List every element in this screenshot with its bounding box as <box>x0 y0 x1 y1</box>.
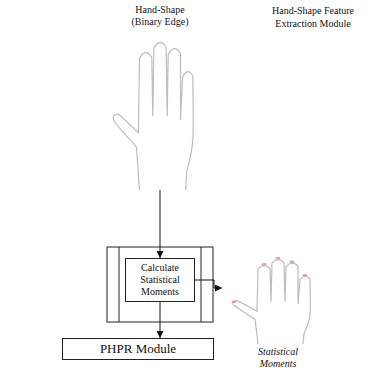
node-label: Calculate Statistical Moments <box>130 262 190 298</box>
node-label: PHPR Module <box>67 341 209 357</box>
hand-outline <box>113 42 193 190</box>
moment-point <box>302 274 307 277</box>
module-title: Hand-Shape Feature Extraction Module <box>257 4 369 30</box>
hand-illustration <box>105 36 215 190</box>
moment-point <box>231 300 236 303</box>
flow-arrow <box>160 302 161 338</box>
frame-side-bar <box>201 247 202 322</box>
input-hand-shape: Hand-Shape (Binary Edge) <box>95 4 225 190</box>
moments-hand-shape: Statistical Moments <box>222 256 334 370</box>
node-label: Statistical Moments <box>248 346 308 370</box>
module-box: PHPR Module <box>62 338 214 360</box>
moment-point <box>275 257 280 260</box>
moment-point <box>261 263 266 266</box>
flow-arrow <box>195 280 222 288</box>
hand-outline <box>233 260 311 344</box>
flow-arrow <box>160 190 161 258</box>
hand-illustration <box>228 256 328 344</box>
node-label: Hand-Shape (Binary Edge) <box>123 4 197 28</box>
process-box: Calculate Statistical Moments <box>125 258 195 302</box>
frame-side-bar <box>119 247 120 322</box>
moment-point <box>289 261 294 264</box>
